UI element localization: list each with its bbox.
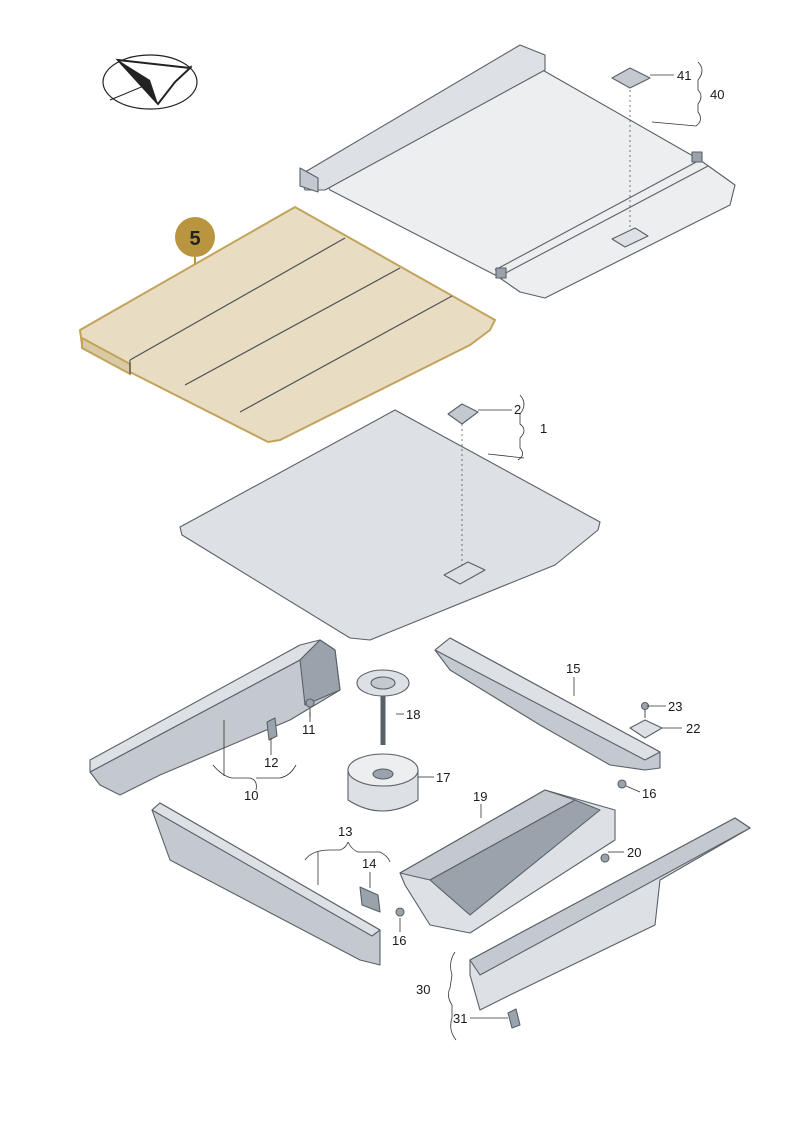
clip-part-12[interactable] <box>266 717 278 741</box>
callout-2: 2 <box>514 402 521 417</box>
callout-12: 12 <box>264 755 278 770</box>
right-trim-bracket-part-15[interactable] <box>434 637 661 771</box>
callout-1: 1 <box>540 421 547 436</box>
storage-box-part-19[interactable] <box>399 789 616 934</box>
bracket-part-22[interactable] <box>629 719 663 739</box>
callout-labels: 41 40 2 1 15 23 22 16 18 17 11 12 10 19 … <box>244 68 724 1026</box>
callout-30: 30 <box>416 982 430 997</box>
callout-13: 13 <box>338 824 352 839</box>
callout-31: 31 <box>453 1011 467 1026</box>
callout-16-left: 16 <box>392 933 406 948</box>
screw-part-20[interactable] <box>600 853 610 863</box>
callout-23: 23 <box>668 699 682 714</box>
callout-22: 22 <box>686 721 700 736</box>
clip-part-16-left[interactable] <box>395 907 405 917</box>
callout-20: 20 <box>627 845 641 860</box>
bracket-part-14[interactable] <box>359 886 381 913</box>
orientation-arrow-icon <box>102 54 198 110</box>
lower-left-panel-part-13[interactable] <box>151 802 381 966</box>
highlight-callout-badge[interactable]: 5 <box>175 217 215 264</box>
callout-41: 41 <box>677 68 691 83</box>
left-trim-bracket-part-10[interactable] <box>89 639 341 796</box>
floor-covering-part-1[interactable] <box>179 403 601 641</box>
callout-15: 15 <box>566 661 580 676</box>
callout-5-label: 5 <box>189 228 200 250</box>
sill-panel-part-30[interactable] <box>469 817 751 1011</box>
callout-14: 14 <box>362 856 376 871</box>
nut-part-18[interactable] <box>356 669 410 745</box>
clip-part-16-right[interactable] <box>617 779 627 789</box>
screw-part-23[interactable] <box>640 701 650 719</box>
callout-11: 11 <box>302 722 316 737</box>
callout-17: 17 <box>436 770 450 785</box>
callout-18: 18 <box>406 707 420 722</box>
callout-10: 10 <box>244 788 258 803</box>
floor-panel-part-5[interactable] <box>78 205 497 444</box>
callout-40: 40 <box>710 87 724 102</box>
callout-19: 19 <box>473 789 487 804</box>
leader-lines <box>212 61 703 1041</box>
holder-part-17[interactable] <box>347 753 419 812</box>
clip-part-31[interactable] <box>507 1008 521 1029</box>
luggage-cover-part-40[interactable] <box>299 44 736 299</box>
callout-16-right: 16 <box>642 786 656 801</box>
